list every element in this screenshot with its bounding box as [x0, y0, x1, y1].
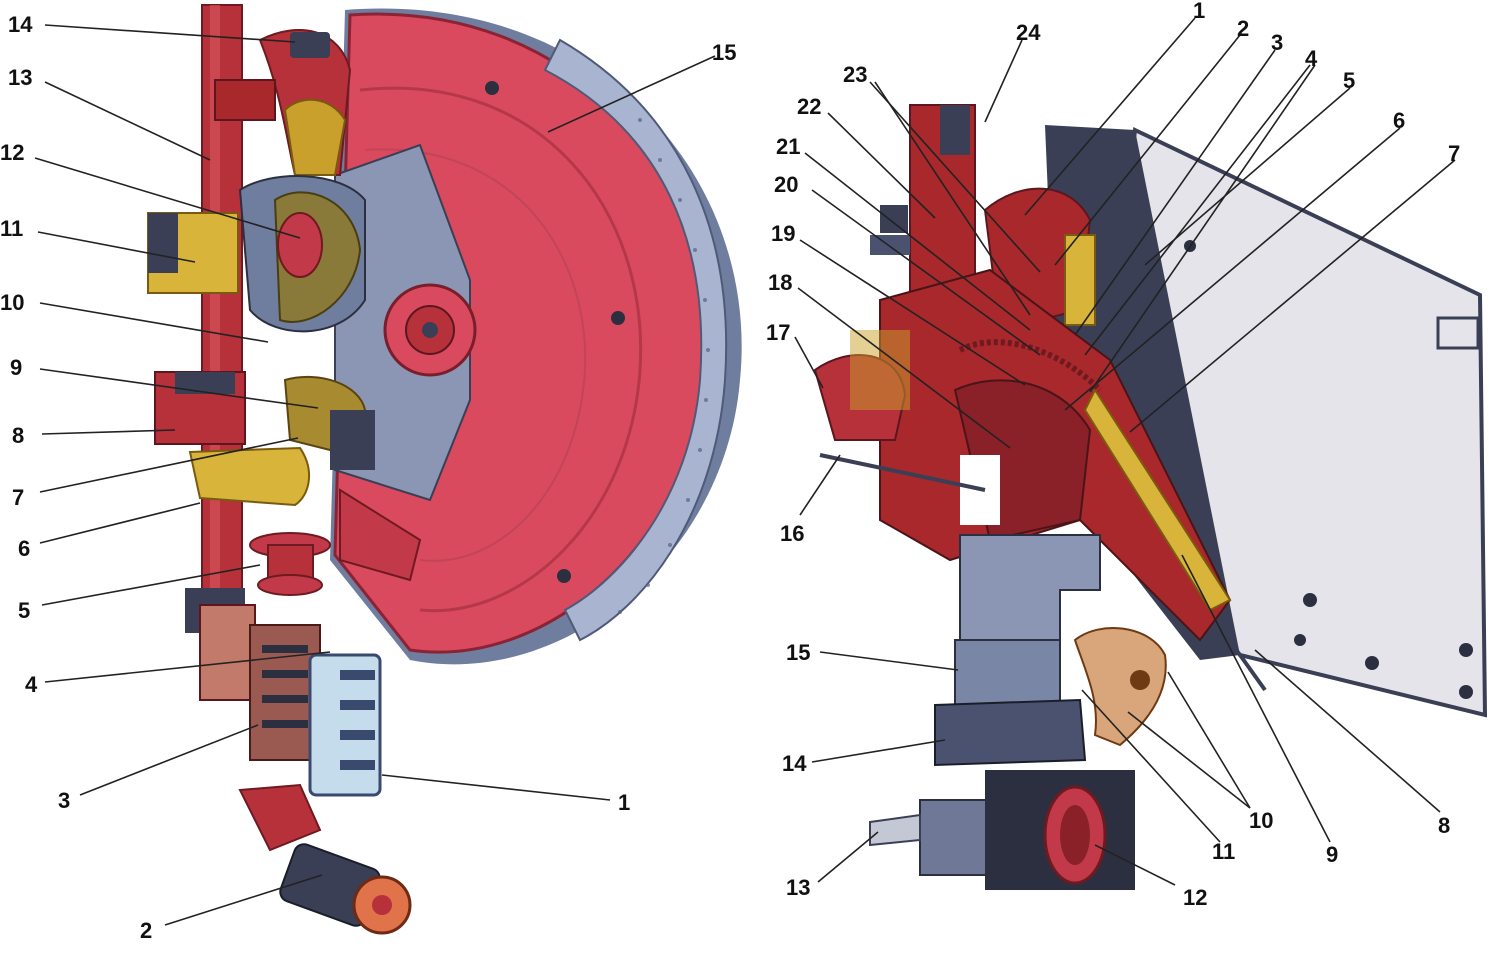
callout-label: 22 [797, 94, 821, 119]
callout-label: 12 [0, 140, 24, 165]
callout-label: 6 [1393, 108, 1405, 133]
callout-label: 10 [0, 290, 24, 315]
right-callouts: 1 2 3 4 5 6 7 24 23 22 21 20 19 18 17 16… [766, 0, 1460, 910]
main-disc [330, 8, 742, 665]
callout-label: 19 [771, 221, 795, 246]
callout-label: 15 [712, 40, 736, 65]
right-assembly [813, 104, 1488, 890]
callout-label: 13 [786, 875, 810, 900]
callout-label: 5 [1343, 68, 1355, 93]
callout-label: 12 [1183, 885, 1207, 910]
callout-label: 8 [12, 423, 24, 448]
callout-label: 4 [25, 672, 38, 697]
callout-label: 2 [140, 918, 152, 943]
callout-label: 21 [776, 134, 800, 159]
callout-label: 20 [774, 172, 798, 197]
callout-label: 10 [1249, 808, 1273, 833]
callout-label: 16 [780, 521, 804, 546]
callout-label: 24 [1016, 20, 1041, 45]
callout-label: 1 [1193, 0, 1205, 23]
left-callouts: 14 13 12 11 10 9 8 7 6 5 4 3 2 1 15 [0, 12, 736, 943]
leader-lines [34, 17, 1456, 926]
callout-label: 7 [1448, 141, 1460, 166]
callout-label: 14 [8, 12, 33, 37]
callout-label: 11 [1212, 839, 1235, 864]
callout-label: 2 [1237, 16, 1249, 41]
callout-label: 6 [18, 536, 30, 561]
callout-label: 7 [12, 485, 24, 510]
callout-label: 9 [10, 355, 22, 380]
callout-label: 1 [618, 790, 630, 815]
left-assembly [147, 4, 742, 935]
callout-label: 3 [1271, 30, 1283, 55]
callout-label: 11 [0, 216, 23, 241]
callout-label: 3 [58, 788, 70, 813]
callout-label: 14 [782, 751, 807, 776]
callout-label: 18 [768, 270, 792, 295]
callout-label: 5 [18, 598, 30, 623]
callout-label: 17 [766, 320, 790, 345]
callout-label: 15 [786, 640, 810, 665]
callout-label: 4 [1305, 46, 1318, 71]
callout-label: 9 [1326, 842, 1338, 867]
callout-label: 23 [843, 62, 867, 87]
callout-label: 8 [1438, 813, 1450, 838]
callout-label: 13 [8, 65, 32, 90]
